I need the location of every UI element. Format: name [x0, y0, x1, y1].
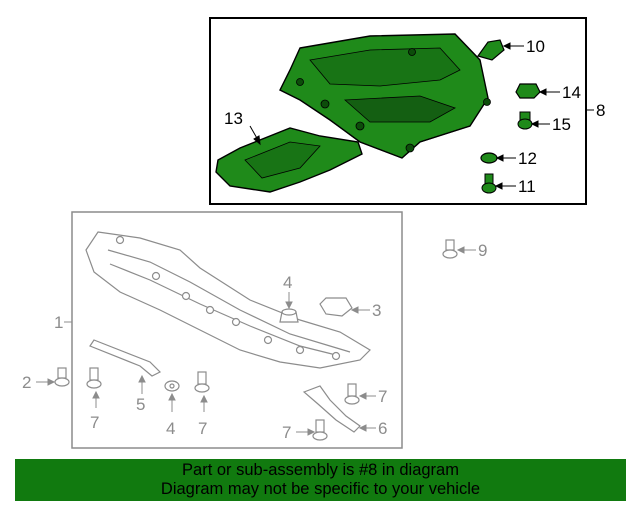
bolt-part-9[interactable]	[442, 239, 458, 259]
callout-13: 13	[224, 109, 243, 128]
parts-diagram: 10 14 15 12 11 8 13	[22, 17, 605, 449]
bolt-part-7b[interactable]	[194, 371, 210, 393]
callout-1: 1	[54, 313, 63, 332]
callout-leaders-box	[249, 42, 594, 190]
callout-4-upper: 4	[283, 273, 292, 292]
callout-7-left: 7	[90, 413, 99, 432]
callout-4-lower: 4	[166, 419, 175, 438]
callout-15: 15	[552, 115, 571, 134]
washer-part-12[interactable]	[480, 152, 498, 164]
callout-leaders-lower	[36, 246, 476, 436]
bolt-part-7d[interactable]	[312, 419, 328, 441]
callout-3: 3	[372, 301, 381, 320]
seal-strip-part-5[interactable]	[89, 339, 162, 377]
notice-banner: Part or sub-assembly is #8 in diagram Di…	[15, 459, 626, 501]
bolt-part-11[interactable]	[481, 173, 497, 194]
nut-part-4-lower[interactable]	[164, 380, 180, 392]
bolt-part-7a[interactable]	[86, 367, 102, 389]
callout-9: 9	[478, 241, 487, 260]
engine-undercover-part[interactable]	[279, 33, 491, 159]
banner-line-2: Diagram may not be specific to your vehi…	[160, 480, 481, 498]
clip-part-14[interactable]	[515, 83, 541, 99]
bolt-part-15[interactable]	[517, 111, 533, 130]
seal-strip-part-6[interactable]	[302, 385, 361, 433]
callout-7-bottom: 7	[282, 423, 291, 442]
clip-part-3[interactable]	[319, 297, 353, 317]
callout-10: 10	[526, 37, 545, 56]
callout-8: 8	[596, 101, 605, 120]
nut-part-4-upper[interactable]	[279, 308, 299, 323]
callout-7-right: 7	[378, 387, 387, 406]
callout-7-middle: 7	[198, 419, 207, 438]
callout-5: 5	[136, 395, 145, 414]
callout-6: 6	[378, 419, 387, 438]
callout-2: 2	[22, 373, 31, 392]
front-undercover-part-1[interactable]	[85, 231, 371, 369]
callout-11: 11	[518, 177, 536, 196]
bolt-part-7c[interactable]	[344, 383, 360, 405]
side-cover-part-13[interactable]	[215, 127, 363, 193]
bracket-part-10[interactable]	[477, 39, 505, 61]
bolt-part-2[interactable]	[54, 367, 70, 387]
callout-14: 14	[562, 83, 581, 102]
banner-line-1: Part or sub-assembly is #8 in diagram	[182, 461, 459, 479]
callout-12: 12	[518, 149, 537, 168]
assembly-1-box	[71, 211, 403, 449]
